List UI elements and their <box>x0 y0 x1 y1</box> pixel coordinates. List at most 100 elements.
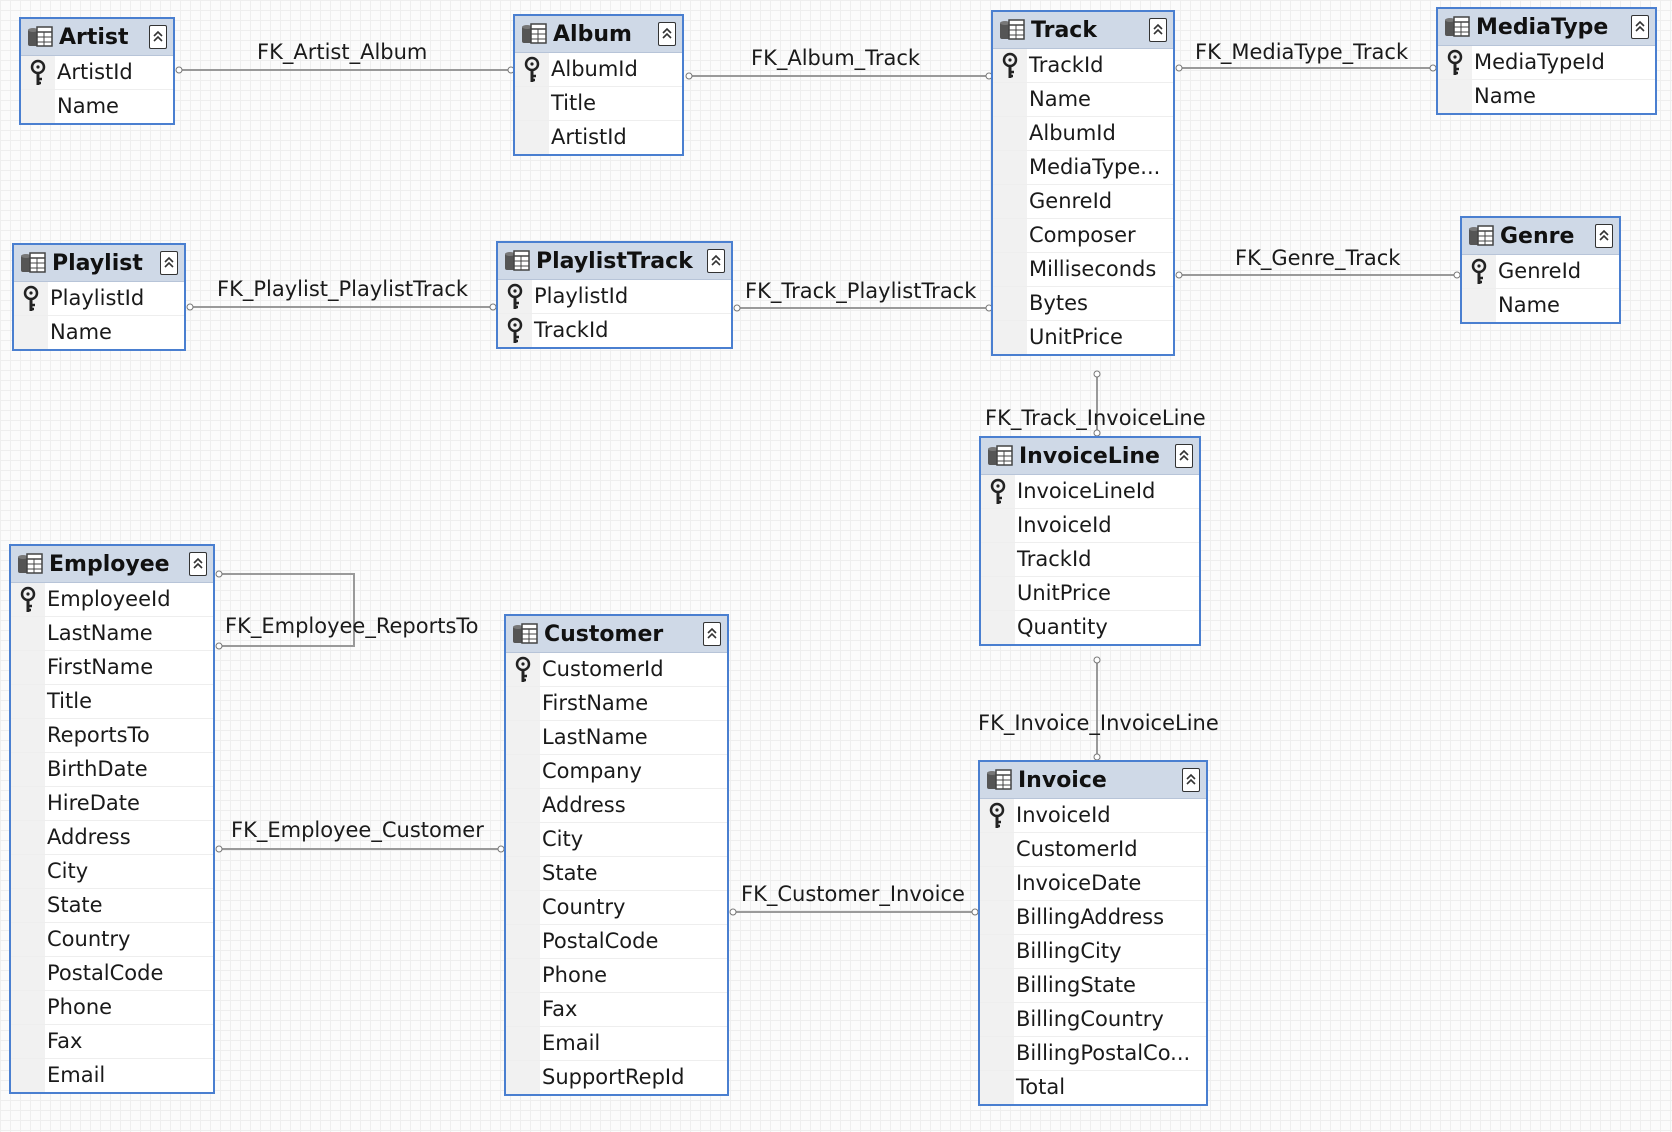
column-row[interactable]: Country <box>11 923 213 957</box>
column-row[interactable]: InvoiceId <box>981 509 1199 543</box>
column-row[interactable]: Phone <box>506 959 727 993</box>
column-row[interactable]: TrackId <box>993 49 1173 83</box>
fk-customer-invoice-label[interactable]: FK_Customer_Invoice <box>741 882 965 906</box>
column-row[interactable]: Bytes <box>993 287 1173 321</box>
column-row[interactable]: InvoiceDate <box>980 867 1206 901</box>
fk-track-invoiceline-label[interactable]: FK_Track_InvoiceLine <box>985 406 1206 430</box>
fk-invoice-invoiceline-label[interactable]: FK_Invoice_InvoiceLine <box>978 711 1219 735</box>
column-row[interactable]: BillingAddress <box>980 901 1206 935</box>
collapse-chevron-icon[interactable] <box>707 249 725 273</box>
table-header[interactable]: Employee <box>11 546 213 583</box>
fk-employee-customer-label[interactable]: FK_Employee_Customer <box>231 818 484 842</box>
column-row[interactable]: PostalCode <box>11 957 213 991</box>
fk-track-playlisttrack-label[interactable]: FK_Track_PlaylistTrack <box>745 279 977 303</box>
table-header[interactable]: Track <box>993 12 1173 49</box>
fk-employee-reportsto-label[interactable]: FK_Employee_ReportsTo <box>225 614 479 638</box>
column-row[interactable]: PlaylistId <box>14 282 184 316</box>
column-row[interactable]: Fax <box>506 993 727 1027</box>
column-row[interactable]: BillingCountry <box>980 1003 1206 1037</box>
fk-album-track-label[interactable]: FK_Album_Track <box>751 46 921 70</box>
column-row[interactable]: BillingCity <box>980 935 1206 969</box>
collapse-chevron-icon[interactable] <box>1175 444 1193 468</box>
column-row[interactable]: Name <box>1438 80 1655 113</box>
fk-genre-track-label[interactable]: FK_Genre_Track <box>1235 246 1401 270</box>
column-row[interactable]: State <box>506 857 727 891</box>
column-row[interactable]: AlbumId <box>515 53 682 87</box>
collapse-chevron-icon[interactable] <box>1631 15 1649 39</box>
column-row[interactable]: Phone <box>11 991 213 1025</box>
column-row[interactable]: AlbumId <box>993 117 1173 151</box>
fk-playlist-playlisttrack-label[interactable]: FK_Playlist_PlaylistTrack <box>217 277 469 301</box>
column-row[interactable]: Quantity <box>981 611 1199 644</box>
column-row[interactable]: LastName <box>506 721 727 755</box>
column-row[interactable]: Total <box>980 1071 1206 1104</box>
column-row[interactable]: LastName <box>11 617 213 651</box>
column-row[interactable]: Name <box>1462 289 1619 322</box>
fk-artist-album-label[interactable]: FK_Artist_Album <box>257 40 428 64</box>
column-row[interactable]: City <box>11 855 213 889</box>
column-row[interactable]: PostalCode <box>506 925 727 959</box>
column-row[interactable]: ArtistId <box>515 121 682 154</box>
column-row[interactable]: UnitPrice <box>993 321 1173 354</box>
column-row[interactable]: Email <box>506 1027 727 1061</box>
fk-mediatype-track-label[interactable]: FK_MediaType_Track <box>1195 40 1409 64</box>
table-header[interactable]: MediaType <box>1438 9 1655 46</box>
table-header[interactable]: PlaylistTrack <box>498 243 731 280</box>
column-row[interactable]: FirstName <box>506 687 727 721</box>
column-row[interactable]: UnitPrice <box>981 577 1199 611</box>
column-row[interactable]: ReportsTo <box>11 719 213 753</box>
collapse-chevron-icon[interactable] <box>160 251 178 275</box>
column-row[interactable]: InvoiceId <box>980 799 1206 833</box>
collapse-chevron-icon[interactable] <box>703 622 721 646</box>
column-row[interactable]: Title <box>11 685 213 719</box>
column-row[interactable]: Title <box>515 87 682 121</box>
table-header[interactable]: Customer <box>506 616 727 653</box>
collapse-chevron-icon[interactable] <box>189 552 207 576</box>
column-row[interactable]: EmployeeId <box>11 583 213 617</box>
column-row[interactable]: Address <box>11 821 213 855</box>
column-row[interactable]: Fax <box>11 1025 213 1059</box>
column-row[interactable]: BillingPostalCo... <box>980 1037 1206 1071</box>
column-row[interactable]: Name <box>14 316 184 349</box>
column-row[interactable]: TrackId <box>981 543 1199 577</box>
column-row[interactable]: Company <box>506 755 727 789</box>
column-row[interactable]: InvoiceLineId <box>981 475 1199 509</box>
column-row[interactable]: State <box>11 889 213 923</box>
column-row[interactable]: MediaType... <box>993 151 1173 185</box>
collapse-chevron-icon[interactable] <box>1595 224 1613 248</box>
column-row[interactable]: SupportRepId <box>506 1061 727 1094</box>
column-row[interactable]: CustomerId <box>506 653 727 687</box>
table-header[interactable]: Album <box>515 16 682 53</box>
column-row[interactable]: CustomerId <box>980 833 1206 867</box>
column-row[interactable]: BirthDate <box>11 753 213 787</box>
column-row[interactable]: BillingState <box>980 969 1206 1003</box>
column-row[interactable]: HireDate <box>11 787 213 821</box>
table-header[interactable]: Artist <box>21 19 173 56</box>
column-row[interactable]: GenreId <box>1462 255 1619 289</box>
column-row[interactable]: GenreId <box>993 185 1173 219</box>
column-row[interactable]: Country <box>506 891 727 925</box>
table-header[interactable]: InvoiceLine <box>981 438 1199 475</box>
table-header[interactable]: Genre <box>1462 218 1619 255</box>
column-row[interactable]: TrackId <box>498 314 731 347</box>
column-row[interactable]: City <box>506 823 727 857</box>
column-row[interactable]: Email <box>11 1059 213 1092</box>
column-row[interactable]: FirstName <box>11 651 213 685</box>
collapse-chevron-icon[interactable] <box>658 22 676 46</box>
column-row[interactable]: MediaTypeId <box>1438 46 1655 80</box>
column-row[interactable]: Composer <box>993 219 1173 253</box>
column-row[interactable]: PlaylistId <box>498 280 731 314</box>
collapse-chevron-icon[interactable] <box>149 25 167 49</box>
column-row[interactable]: Address <box>506 789 727 823</box>
collapse-chevron-icon[interactable] <box>1182 768 1200 792</box>
